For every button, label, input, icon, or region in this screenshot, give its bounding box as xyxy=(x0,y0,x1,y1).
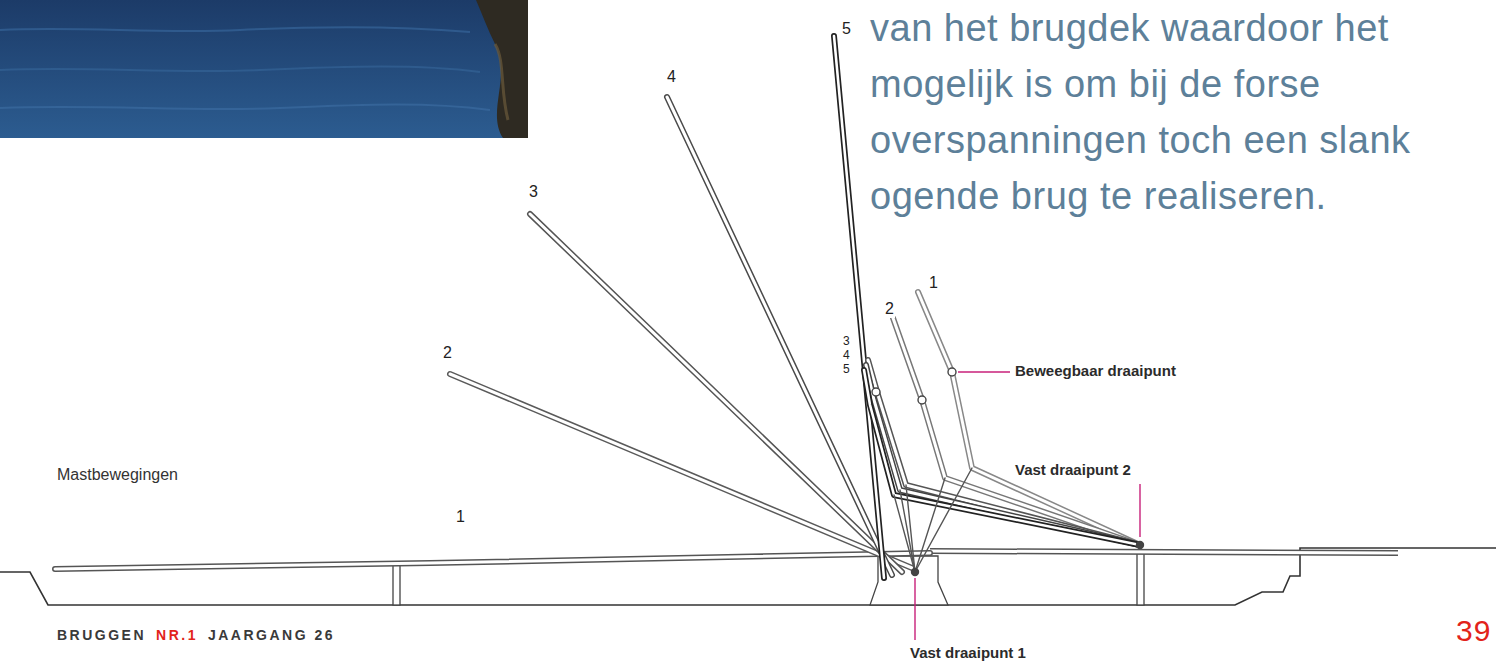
figure-caption: Mastbewegingen xyxy=(57,466,178,484)
page-number: 39 xyxy=(1456,614,1491,649)
callout-number: 5 xyxy=(841,20,852,38)
callout-number: 1 xyxy=(455,508,466,526)
callout-number: 4 xyxy=(843,348,850,362)
callout-label: Vast draaipunt 2 xyxy=(1013,461,1133,478)
leader-lines xyxy=(915,372,1140,640)
callout-number: 3 xyxy=(528,183,539,201)
bridge-deck xyxy=(930,551,1398,553)
callout-number: 2 xyxy=(442,344,453,362)
callout-number: 5 xyxy=(843,362,850,376)
footer-text: NR.1 xyxy=(156,627,198,643)
pivot-points xyxy=(872,368,1144,576)
footer-text: JAARGANG 26 xyxy=(208,627,335,643)
callout-label: Beweegbaar draaipunt xyxy=(1013,362,1178,379)
mast-positions xyxy=(55,36,930,578)
canal-outline xyxy=(0,548,1496,605)
callout-number: 2 xyxy=(884,300,895,318)
footer-text: BRUGGEN xyxy=(57,627,146,643)
callout-number: 3 xyxy=(843,334,850,348)
photo-fragment xyxy=(0,0,528,138)
callout-number: 4 xyxy=(666,68,677,86)
pull-quote: van het brugdek waardoor het mogelijk is… xyxy=(870,0,1482,224)
callout-label: Vast draaipunt 1 xyxy=(908,644,1028,661)
callout-number: 1 xyxy=(928,274,939,292)
lever-arms xyxy=(864,292,1140,572)
